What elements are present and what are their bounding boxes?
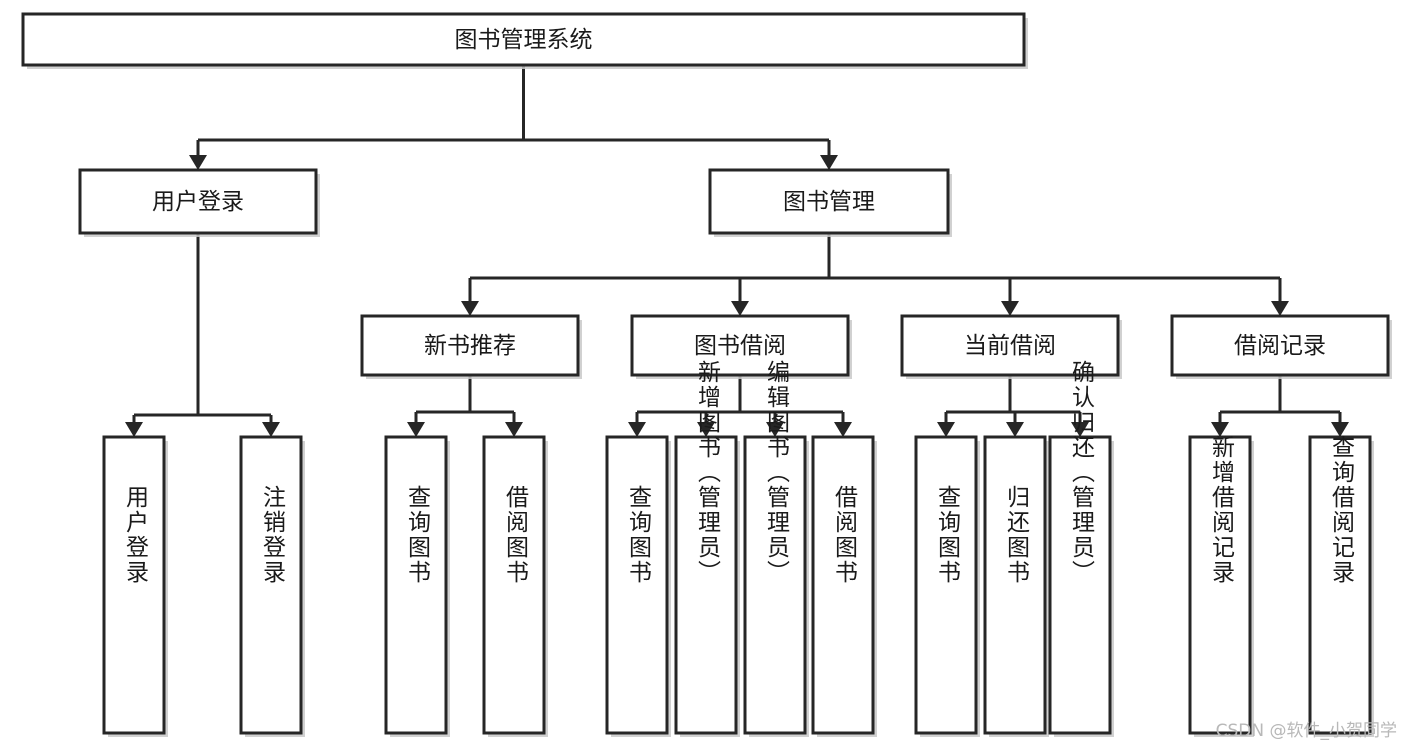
node-outline[interactable] bbox=[239, 435, 303, 735]
node-outline[interactable] bbox=[914, 435, 978, 735]
arrowhead-icon bbox=[1001, 301, 1019, 316]
node-label: 注销登录 bbox=[259, 485, 287, 585]
arrowhead-icon bbox=[189, 155, 207, 170]
node-outline[interactable] bbox=[674, 435, 738, 735]
node-leaf-0[interactable]: 用户登录 bbox=[102, 435, 168, 737]
node-label: 查询图书 bbox=[404, 485, 432, 585]
arrowhead-icon bbox=[820, 155, 838, 170]
node-outline[interactable] bbox=[78, 168, 318, 235]
node-label: 新增图书（管理员） bbox=[694, 360, 722, 585]
arrowhead-icon bbox=[731, 301, 749, 316]
node-leaf-12[interactable]: 查询借阅记录 bbox=[1308, 435, 1374, 737]
node-leaf-5[interactable]: 新增图书（管理员） bbox=[674, 360, 740, 737]
node-label: 借阅记录 bbox=[1234, 333, 1326, 359]
node-label: 查询图书 bbox=[625, 485, 653, 585]
node-leaf-7[interactable]: 借阅图书 bbox=[811, 435, 877, 737]
node-leaf-3[interactable]: 借阅图书 bbox=[482, 435, 548, 737]
node-label: 图书管理 bbox=[783, 189, 875, 215]
node-level3-1[interactable]: 图书借阅 bbox=[630, 314, 852, 379]
node-level2-1[interactable]: 图书管理 bbox=[708, 168, 952, 237]
node-leaf-11[interactable]: 新增借阅记录 bbox=[1188, 435, 1254, 737]
arrowhead-icon bbox=[1006, 422, 1024, 437]
node-label: 确认归还（管理员） bbox=[1068, 360, 1096, 585]
node-leaf-9[interactable]: 归还图书 bbox=[983, 435, 1049, 737]
node-outline[interactable] bbox=[1188, 435, 1252, 735]
node-label: 新书推荐 bbox=[424, 333, 516, 359]
arrowhead-icon bbox=[1211, 422, 1229, 437]
arrowhead-icon bbox=[125, 422, 143, 437]
connector-edges bbox=[125, 65, 1349, 437]
node-outline[interactable] bbox=[811, 435, 875, 735]
node-label: 编辑图书（管理员） bbox=[763, 360, 791, 585]
node-outline[interactable] bbox=[102, 435, 166, 735]
node-leaf-2[interactable]: 查询图书 bbox=[384, 435, 450, 737]
arrowhead-icon bbox=[461, 301, 479, 316]
node-label: 新增借阅记录 bbox=[1208, 435, 1236, 585]
node-level2-0[interactable]: 用户登录 bbox=[78, 168, 320, 237]
arrowhead-icon bbox=[937, 422, 955, 437]
node-outline[interactable] bbox=[21, 12, 1026, 67]
node-label: 借阅图书 bbox=[502, 485, 530, 585]
arrowhead-icon bbox=[1271, 301, 1289, 316]
node-label: 查询借阅记录 bbox=[1328, 435, 1356, 585]
node-outline[interactable] bbox=[482, 435, 546, 735]
arrowhead-icon bbox=[262, 422, 280, 437]
node-level3-3[interactable]: 借阅记录 bbox=[1170, 314, 1392, 379]
node-label: 用户登录 bbox=[122, 485, 150, 585]
node-leaf-10[interactable]: 确认归还（管理员） bbox=[1048, 360, 1114, 737]
node-label: 归还图书 bbox=[1003, 485, 1031, 585]
arrowhead-icon bbox=[1071, 422, 1089, 437]
node-leaf-6[interactable]: 编辑图书（管理员） bbox=[743, 360, 809, 737]
node-outline[interactable] bbox=[1170, 314, 1390, 377]
node-outline[interactable] bbox=[983, 435, 1047, 735]
arrowhead-icon bbox=[697, 422, 715, 437]
node-label: 查询图书 bbox=[934, 485, 962, 585]
node-leaf-4[interactable]: 查询图书 bbox=[605, 435, 671, 737]
node-level3-2[interactable]: 当前借阅 bbox=[900, 314, 1122, 379]
node-outline[interactable] bbox=[630, 314, 850, 377]
arrowhead-icon bbox=[628, 422, 646, 437]
node-boxes: 图书管理系统用户登录图书管理新书推荐图书借阅当前借阅借阅记录用户登录注销登录查询… bbox=[21, 12, 1392, 737]
node-outline[interactable] bbox=[360, 314, 580, 377]
node-outline[interactable] bbox=[605, 435, 669, 735]
watermark-text: CSDN @软件_小贺同学 bbox=[1215, 721, 1397, 741]
node-outline[interactable] bbox=[1308, 435, 1372, 735]
node-leaf-8[interactable]: 查询图书 bbox=[914, 435, 980, 737]
node-label: 图书管理系统 bbox=[455, 27, 593, 53]
node-level3-0[interactable]: 新书推荐 bbox=[360, 314, 582, 379]
arrowhead-icon bbox=[505, 422, 523, 437]
arrowhead-icon bbox=[766, 422, 784, 437]
node-outline[interactable] bbox=[1048, 435, 1112, 735]
node-outline[interactable] bbox=[384, 435, 448, 735]
node-label: 借阅图书 bbox=[831, 485, 859, 585]
arrowhead-icon bbox=[1331, 422, 1349, 437]
node-root-图书管理系统[interactable]: 图书管理系统 bbox=[21, 12, 1028, 69]
node-leaf-1[interactable]: 注销登录 bbox=[239, 435, 305, 737]
node-label: 当前借阅 bbox=[964, 333, 1056, 359]
arrowhead-icon bbox=[834, 422, 852, 437]
node-outline[interactable] bbox=[900, 314, 1120, 377]
node-outline[interactable] bbox=[743, 435, 807, 735]
arrowhead-icon bbox=[407, 422, 425, 437]
node-label: 图书借阅 bbox=[694, 333, 786, 359]
node-label: 用户登录 bbox=[152, 189, 244, 215]
node-outline[interactable] bbox=[708, 168, 950, 235]
